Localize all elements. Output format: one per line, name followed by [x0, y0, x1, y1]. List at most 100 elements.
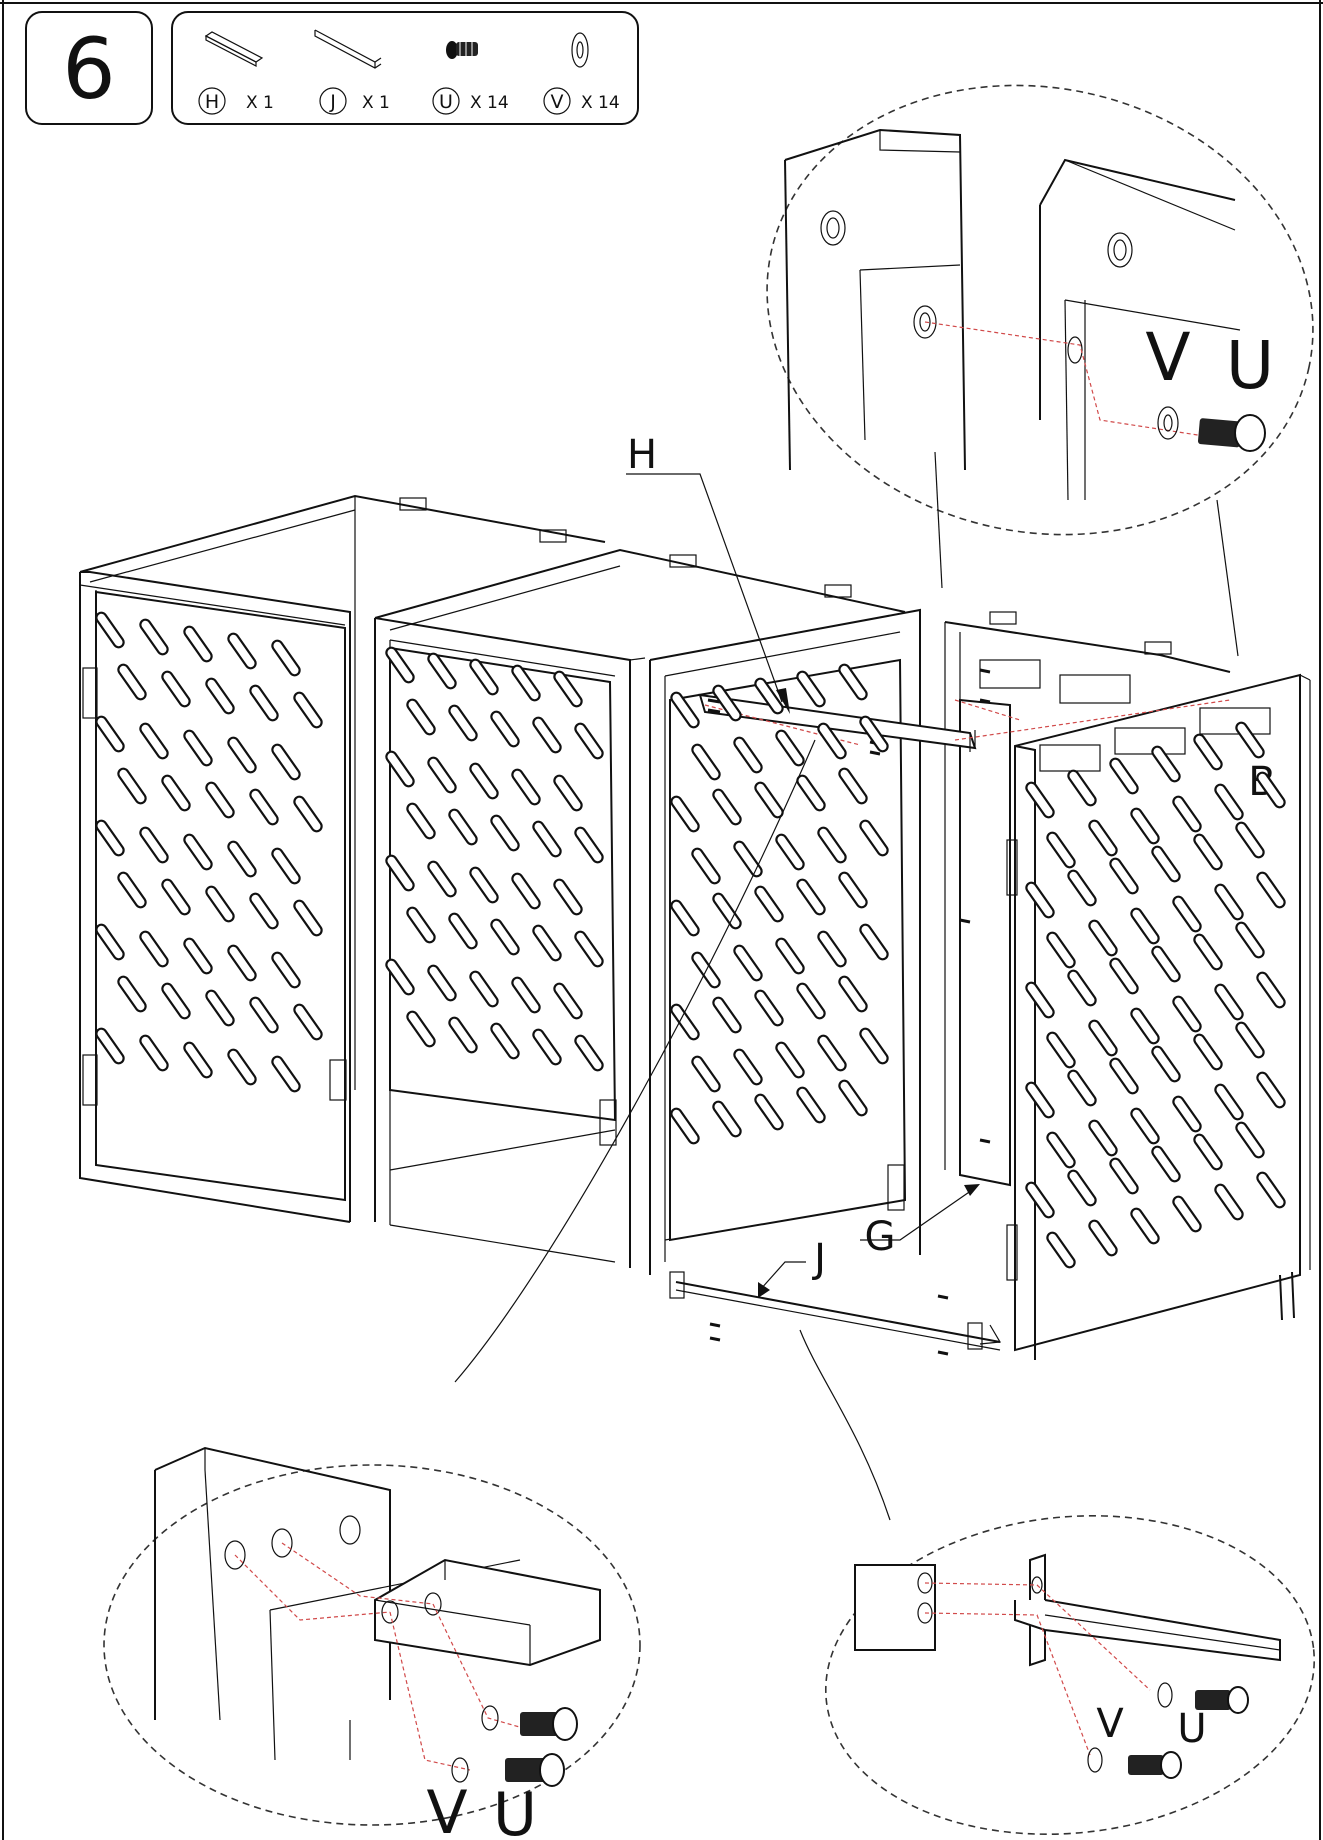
- panel-slot: [139, 618, 169, 656]
- panel-slot: [448, 704, 478, 742]
- panel-slot: [712, 684, 742, 722]
- panel-slot: [161, 878, 191, 916]
- panel-slot: [1151, 845, 1181, 883]
- panel-slot: [95, 819, 125, 857]
- detail-top-right: V U: [766, 84, 1314, 536]
- panel-slot: [1256, 771, 1286, 809]
- panel-slot: [775, 729, 805, 767]
- label-G: G: [865, 1214, 896, 1260]
- panel-slot: [1256, 1171, 1286, 1209]
- label-J: J: [811, 1236, 826, 1282]
- label-U-bottom-right: U: [1177, 1706, 1206, 1752]
- bin-enclosure-assembly: B: [79, 432, 1311, 1360]
- leader-bottom-left-detail: [454, 739, 816, 1383]
- panel-slot: [817, 930, 847, 968]
- panel-slot: [1088, 819, 1118, 857]
- panel-slot: [1067, 1069, 1097, 1107]
- panel-slot: [574, 826, 604, 864]
- panel-slot: [1130, 1007, 1160, 1045]
- leader-J: [759, 1261, 806, 1291]
- part-label-U: U X 14: [432, 87, 509, 115]
- panel-slot: [1088, 1219, 1118, 1257]
- panel-slot: [859, 923, 889, 961]
- panel-slot: [490, 814, 520, 852]
- panel-slot: [227, 1048, 257, 1086]
- panel-slot: [469, 866, 499, 904]
- panel-slot: [427, 756, 457, 794]
- panel-slot: [511, 664, 541, 702]
- panel-slot: [385, 750, 415, 788]
- panel-slot: [205, 989, 235, 1027]
- panel-slot: [227, 736, 257, 774]
- panel-slot: [161, 982, 191, 1020]
- panel-slot: [490, 918, 520, 956]
- bar-J: [675, 1281, 1001, 1343]
- panel-slot: [1172, 795, 1202, 833]
- panel-slot: [838, 767, 868, 805]
- panel-slot: [183, 937, 213, 975]
- svg-text:H: H: [205, 91, 219, 113]
- part-qty-H: X 1: [246, 93, 274, 113]
- panel-slot: [1025, 781, 1055, 819]
- panel-slot: [1025, 881, 1055, 919]
- panel-slot: [838, 663, 868, 701]
- label-H: H: [627, 432, 657, 478]
- panel-slot: [691, 1055, 721, 1093]
- panel-slot: [817, 722, 847, 760]
- panel-slot: [796, 670, 826, 708]
- leader-G: [860, 1187, 976, 1241]
- panel-slot: [139, 930, 169, 968]
- panel-slot: [733, 1048, 763, 1086]
- part-qty-V: X 14: [581, 93, 620, 113]
- panel-slot: [1235, 921, 1265, 959]
- part-label-H: H X 1: [198, 87, 274, 115]
- panel-slot: [161, 670, 191, 708]
- side-panel-B: [1014, 673, 1301, 1352]
- panel-slot: [205, 677, 235, 715]
- panel-slot: [1193, 1133, 1223, 1171]
- panel-slot: [1130, 907, 1160, 945]
- panel-slot: [553, 878, 583, 916]
- panel-slot: [205, 885, 235, 923]
- detail-bottom-right: V U: [824, 1514, 1316, 1836]
- panel-slot: [161, 774, 191, 812]
- panel-slot: [1172, 995, 1202, 1033]
- panel-slot: [553, 670, 583, 708]
- panel-slot: [754, 885, 784, 923]
- panel-slot: [511, 872, 541, 910]
- panel-slot: [117, 663, 147, 701]
- panel-slot: [183, 1041, 213, 1079]
- panel-slot: [427, 652, 457, 690]
- panel-slot: [670, 691, 700, 729]
- panel-slot: [1151, 1145, 1181, 1183]
- panel-slot: [1046, 1031, 1076, 1069]
- panel-slot: [1235, 721, 1265, 759]
- panel-slot: [1256, 871, 1286, 909]
- panel-slot: [574, 1034, 604, 1072]
- label-U-bottom-left: U: [493, 1780, 537, 1840]
- panel-slot: [490, 1022, 520, 1060]
- panel-slot: [117, 871, 147, 909]
- panel-slot: [1214, 783, 1244, 821]
- panel-slot: [427, 964, 457, 1002]
- panel-slot: [406, 1010, 436, 1048]
- part-qty-J: X 1: [362, 93, 390, 113]
- panel-slot: [838, 975, 868, 1013]
- panel-slot: [1193, 933, 1223, 971]
- panel-slot: [271, 639, 301, 677]
- panel-slot: [249, 684, 279, 722]
- svg-text:U: U: [439, 91, 453, 113]
- panel-slot: [95, 1027, 125, 1065]
- panel-slot: [712, 788, 742, 826]
- panel-slot: [670, 795, 700, 833]
- panel-slot: [754, 1093, 784, 1131]
- panel-slot: [139, 1034, 169, 1072]
- panel-slot: [1256, 971, 1286, 1009]
- leader-bottom-right-detail: [799, 1329, 891, 1521]
- panel-slot: [1130, 1107, 1160, 1145]
- label-V-bottom-left: V: [426, 1778, 467, 1840]
- bar-icon: [204, 31, 264, 67]
- panel-slot: [775, 937, 805, 975]
- panel-slot: [1214, 1183, 1244, 1221]
